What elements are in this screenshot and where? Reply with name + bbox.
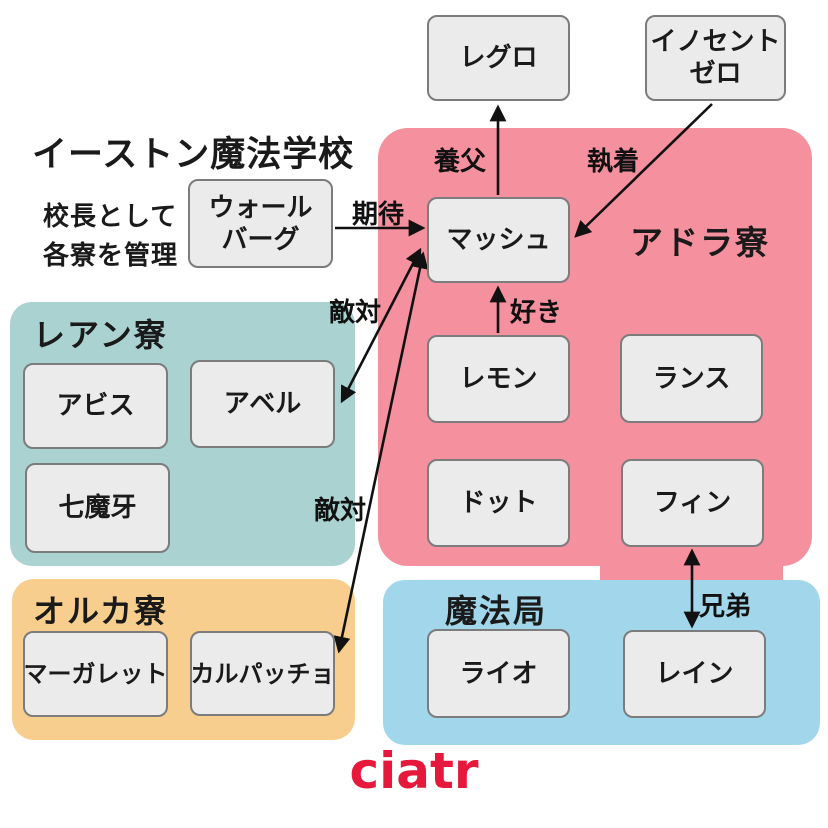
node-rayne-label: レイン (655, 659, 734, 689)
relation-label-expectation: 期待 (352, 200, 405, 230)
node-innocent-zero-label-line2: ゼロ (689, 59, 742, 89)
region-title-orca: オルカ寮 (33, 592, 169, 630)
relation-label-brothers: 兄弟 (699, 592, 752, 622)
node-finn: フィン (621, 459, 764, 547)
node-wahlberg: ウォール バーグ (188, 179, 333, 268)
node-finn-label: フィン (653, 488, 732, 518)
node-shichimaga: 七魔牙 (25, 463, 170, 553)
node-abyss: アビス (23, 363, 168, 449)
arrow-mash-carpaccio (333, 251, 429, 654)
node-carpaccio: カルパッチョ (190, 631, 335, 716)
node-lio: ライオ (427, 629, 570, 718)
node-wahlberg-label-line1: ウォール (208, 192, 313, 223)
relation-label-adoptive-father: 養父 (434, 147, 487, 177)
node-regro: レグロ (427, 15, 570, 101)
arrow-innocentzero-mash (574, 103, 713, 238)
node-abel: アベル (190, 360, 335, 448)
node-lio-label: ライオ (459, 658, 538, 689)
node-lemon: レモン (427, 335, 570, 423)
relation-label-hostility-carpaccio: 敵対 (314, 496, 367, 526)
node-lance-label: ランス (652, 363, 731, 394)
headmaster-note-line2: 各寮を管理 (43, 241, 179, 271)
node-lemon-label: レモン (459, 364, 538, 394)
headmaster-note-line1: 校長として (43, 202, 178, 232)
ciatr-logo: ciatr (349, 742, 479, 800)
region-title-adler: アドラ寮 (630, 223, 770, 262)
node-regro-label: レグロ (459, 43, 538, 73)
node-innocent-zero: イノセント ゼロ (645, 15, 786, 101)
node-mash-label: マッシュ (446, 225, 551, 255)
node-abel-label: アベル (223, 389, 302, 419)
node-abyss-label: アビス (56, 391, 135, 421)
node-rayne: レイン (623, 630, 766, 718)
region-title-bureau: 魔法局 (445, 592, 548, 630)
relation-label-hostility-abel: 敵対 (329, 298, 382, 328)
page-title: イーストン魔法学校 (32, 135, 355, 175)
node-dot: ドット (427, 459, 570, 547)
node-lance: ランス (620, 334, 763, 423)
node-wahlberg-label-line2: バーグ (221, 224, 300, 255)
node-carpaccio-label: カルパッチョ (190, 659, 335, 688)
node-mash: マッシュ (427, 197, 570, 283)
relation-label-obsession: 執着 (587, 147, 640, 177)
node-innocent-zero-label-line1: イノセント (650, 27, 781, 57)
node-shichimaga-label: 七魔牙 (58, 493, 137, 523)
relation-label-like: 好き (510, 298, 563, 328)
node-dot-label: ドット (459, 488, 538, 518)
node-margarette-label: マーガレット (23, 660, 168, 688)
region-title-lean: レアン寮 (33, 316, 168, 354)
node-margarette: マーガレット (23, 631, 168, 717)
